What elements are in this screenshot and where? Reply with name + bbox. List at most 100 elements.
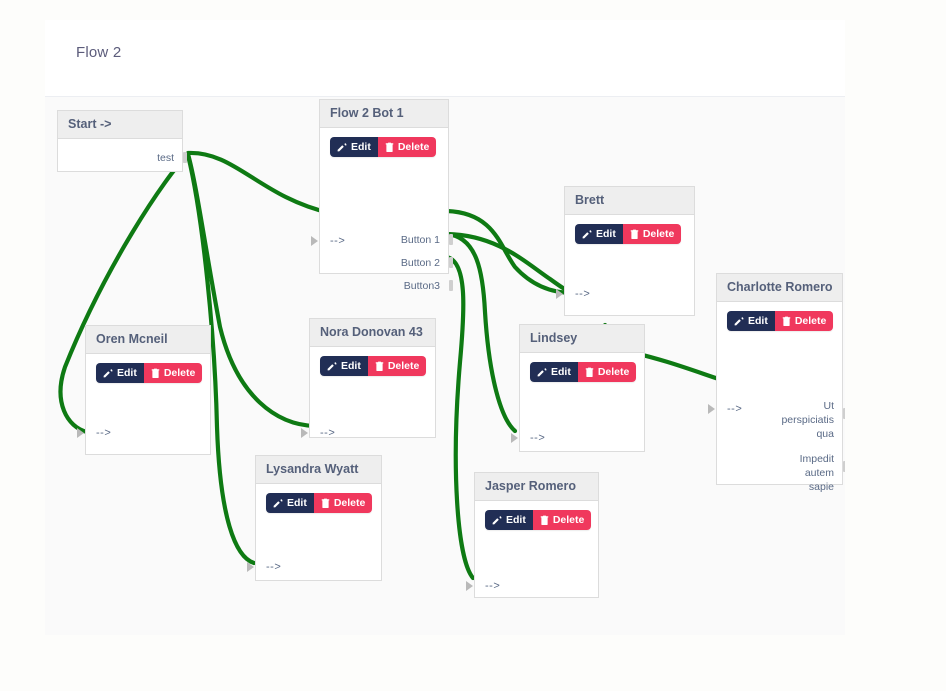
page-title: Flow 2 bbox=[76, 44, 122, 61]
node-jasper-romero[interactable]: Jasper Romero Edit Delete bbox=[466, 472, 599, 598]
trash-icon bbox=[321, 498, 330, 508]
node-action-buttons: Edit Delete bbox=[530, 362, 637, 382]
pencil-icon bbox=[582, 230, 592, 239]
node-body: Edit Delete --> bbox=[466, 501, 598, 598]
node-body: Edit Delete --> Button 1 Button 2 Button… bbox=[311, 128, 453, 292]
pencil-icon bbox=[337, 143, 347, 152]
pencil-icon bbox=[537, 368, 547, 377]
port-in-arrow[interactable]: --> bbox=[575, 288, 591, 300]
port-out-ut-perspiciatis-qua[interactable]: Ut perspiciatis qua bbox=[781, 399, 834, 441]
port-in-arrow[interactable]: --> bbox=[96, 427, 112, 439]
node-title: Charlotte Romero bbox=[717, 274, 842, 302]
delete-button[interactable]: Delete bbox=[143, 363, 203, 383]
node-oren-mcneil[interactable]: Oren Mcneil Edit Delete bbox=[77, 325, 211, 455]
node-flow2bot1[interactable]: Flow 2 Bot 1 Edit Delete bbox=[311, 99, 453, 292]
trash-icon bbox=[385, 142, 394, 152]
edit-button-label: Edit bbox=[287, 497, 307, 509]
node-action-buttons: Edit Delete bbox=[485, 510, 592, 530]
delete-button-label: Delete bbox=[163, 367, 196, 379]
edit-button[interactable]: Edit bbox=[727, 311, 775, 331]
node-title: Flow 2 Bot 1 bbox=[320, 100, 448, 128]
delete-button-label: Delete bbox=[597, 366, 630, 378]
node-body: Edit Delete --> bbox=[511, 353, 644, 452]
edge-button3-to-jasper bbox=[444, 254, 476, 581]
delete-button[interactable]: Delete bbox=[367, 356, 427, 376]
node-nora-donovan-43[interactable]: Nora Donovan 43 Edit Delete bbox=[301, 318, 436, 439]
port-in-arrow[interactable]: --> bbox=[320, 427, 336, 439]
port-in-arrow[interactable]: --> bbox=[530, 432, 546, 444]
pencil-icon bbox=[492, 516, 502, 525]
pencil-icon bbox=[734, 317, 744, 326]
port-out-button-3[interactable]: Button3 bbox=[403, 280, 440, 292]
port-out-button-1[interactable]: Button 1 bbox=[400, 234, 440, 246]
edit-button-label: Edit bbox=[341, 360, 361, 372]
node-title: Brett bbox=[565, 187, 694, 215]
edit-button[interactable]: Edit bbox=[485, 510, 533, 530]
edge-start-to-flow2bot1 bbox=[185, 150, 333, 216]
node-body: Edit Delete --> bbox=[301, 347, 435, 439]
edge-button1-to-brett bbox=[444, 208, 576, 296]
port-nub-in-icon bbox=[77, 428, 84, 438]
node-title: Lysandra Wyatt bbox=[256, 456, 381, 484]
port-out-line: qua bbox=[816, 428, 834, 440]
edit-button[interactable]: Edit bbox=[320, 356, 368, 376]
port-nub-in-icon bbox=[311, 236, 318, 246]
delete-button[interactable]: Delete bbox=[313, 493, 373, 513]
node-title: Oren Mcneil bbox=[86, 326, 210, 354]
node-lysandra-wyatt[interactable]: Lysandra Wyatt Edit Delete bbox=[247, 455, 382, 581]
delete-button-label: Delete bbox=[333, 497, 366, 509]
node-charlotte-romero[interactable]: Charlotte Romero Edit Delete bbox=[708, 273, 845, 493]
edit-button-label: Edit bbox=[748, 315, 768, 327]
port-out-impedit-autem-sapie[interactable]: Impedit autem sapie bbox=[800, 452, 834, 494]
delete-button-label: Delete bbox=[552, 514, 585, 526]
port-nub-out-icon bbox=[449, 234, 453, 245]
edit-button-label: Edit bbox=[596, 228, 616, 240]
delete-button[interactable]: Delete bbox=[577, 362, 637, 382]
node-action-buttons: Edit Delete bbox=[96, 363, 203, 383]
trash-icon bbox=[585, 367, 594, 377]
delete-button[interactable]: Delete bbox=[774, 311, 834, 331]
port-in-arrow[interactable]: --> bbox=[727, 403, 743, 415]
port-nub-in-icon bbox=[511, 433, 518, 443]
port-nub-out-icon bbox=[449, 257, 453, 268]
trash-icon bbox=[782, 316, 791, 326]
delete-button[interactable]: Delete bbox=[532, 510, 592, 530]
flow-canvas[interactable]: Start -> test Flow 2 Bot 1 Edit bbox=[45, 97, 845, 635]
delete-button[interactable]: Delete bbox=[622, 224, 682, 244]
port-in-arrow[interactable]: --> bbox=[330, 235, 346, 247]
edge-button2-to-lindsey bbox=[444, 231, 518, 434]
delete-button[interactable]: Delete bbox=[377, 137, 437, 157]
edit-button[interactable]: Edit bbox=[575, 224, 623, 244]
node-body: test bbox=[58, 139, 187, 172]
port-nub-in-icon bbox=[466, 581, 473, 591]
port-in-arrow[interactable]: --> bbox=[485, 580, 501, 592]
edit-button[interactable]: Edit bbox=[330, 137, 378, 157]
port-in-arrow[interactable]: --> bbox=[266, 561, 282, 573]
node-body: Edit Delete --> bbox=[77, 354, 210, 455]
port-nub-out-icon bbox=[183, 152, 187, 163]
port-out-line: Impedit bbox=[799, 453, 834, 465]
node-body: Edit Delete --> bbox=[247, 484, 381, 581]
node-lindsey[interactable]: Lindsey Edit Delete bbox=[511, 324, 645, 452]
node-start[interactable]: Start -> test bbox=[57, 110, 187, 172]
port-nub-in-icon bbox=[301, 428, 308, 438]
port-out-button-2[interactable]: Button 2 bbox=[400, 257, 440, 269]
port-nub-out-icon bbox=[449, 280, 453, 291]
edit-button[interactable]: Edit bbox=[96, 363, 144, 383]
edit-button[interactable]: Edit bbox=[530, 362, 578, 382]
edit-button[interactable]: Edit bbox=[266, 493, 314, 513]
port-nub-in-icon bbox=[556, 289, 563, 299]
node-action-buttons: Edit Delete bbox=[575, 224, 682, 244]
port-nub-in-icon bbox=[247, 562, 254, 572]
node-action-buttons: Edit Delete bbox=[266, 493, 373, 513]
trash-icon bbox=[630, 229, 639, 239]
delete-button-label: Delete bbox=[642, 228, 675, 240]
node-body: Edit Delete --> bbox=[556, 215, 694, 316]
node-action-buttons: Edit Delete bbox=[320, 356, 427, 376]
pencil-icon bbox=[327, 362, 337, 371]
port-out-test[interactable]: test bbox=[157, 152, 174, 164]
node-brett[interactable]: Brett Edit Delete bbox=[556, 186, 695, 316]
node-action-buttons: Edit Delete bbox=[727, 311, 834, 331]
edge-button2-to-brett bbox=[444, 231, 576, 296]
